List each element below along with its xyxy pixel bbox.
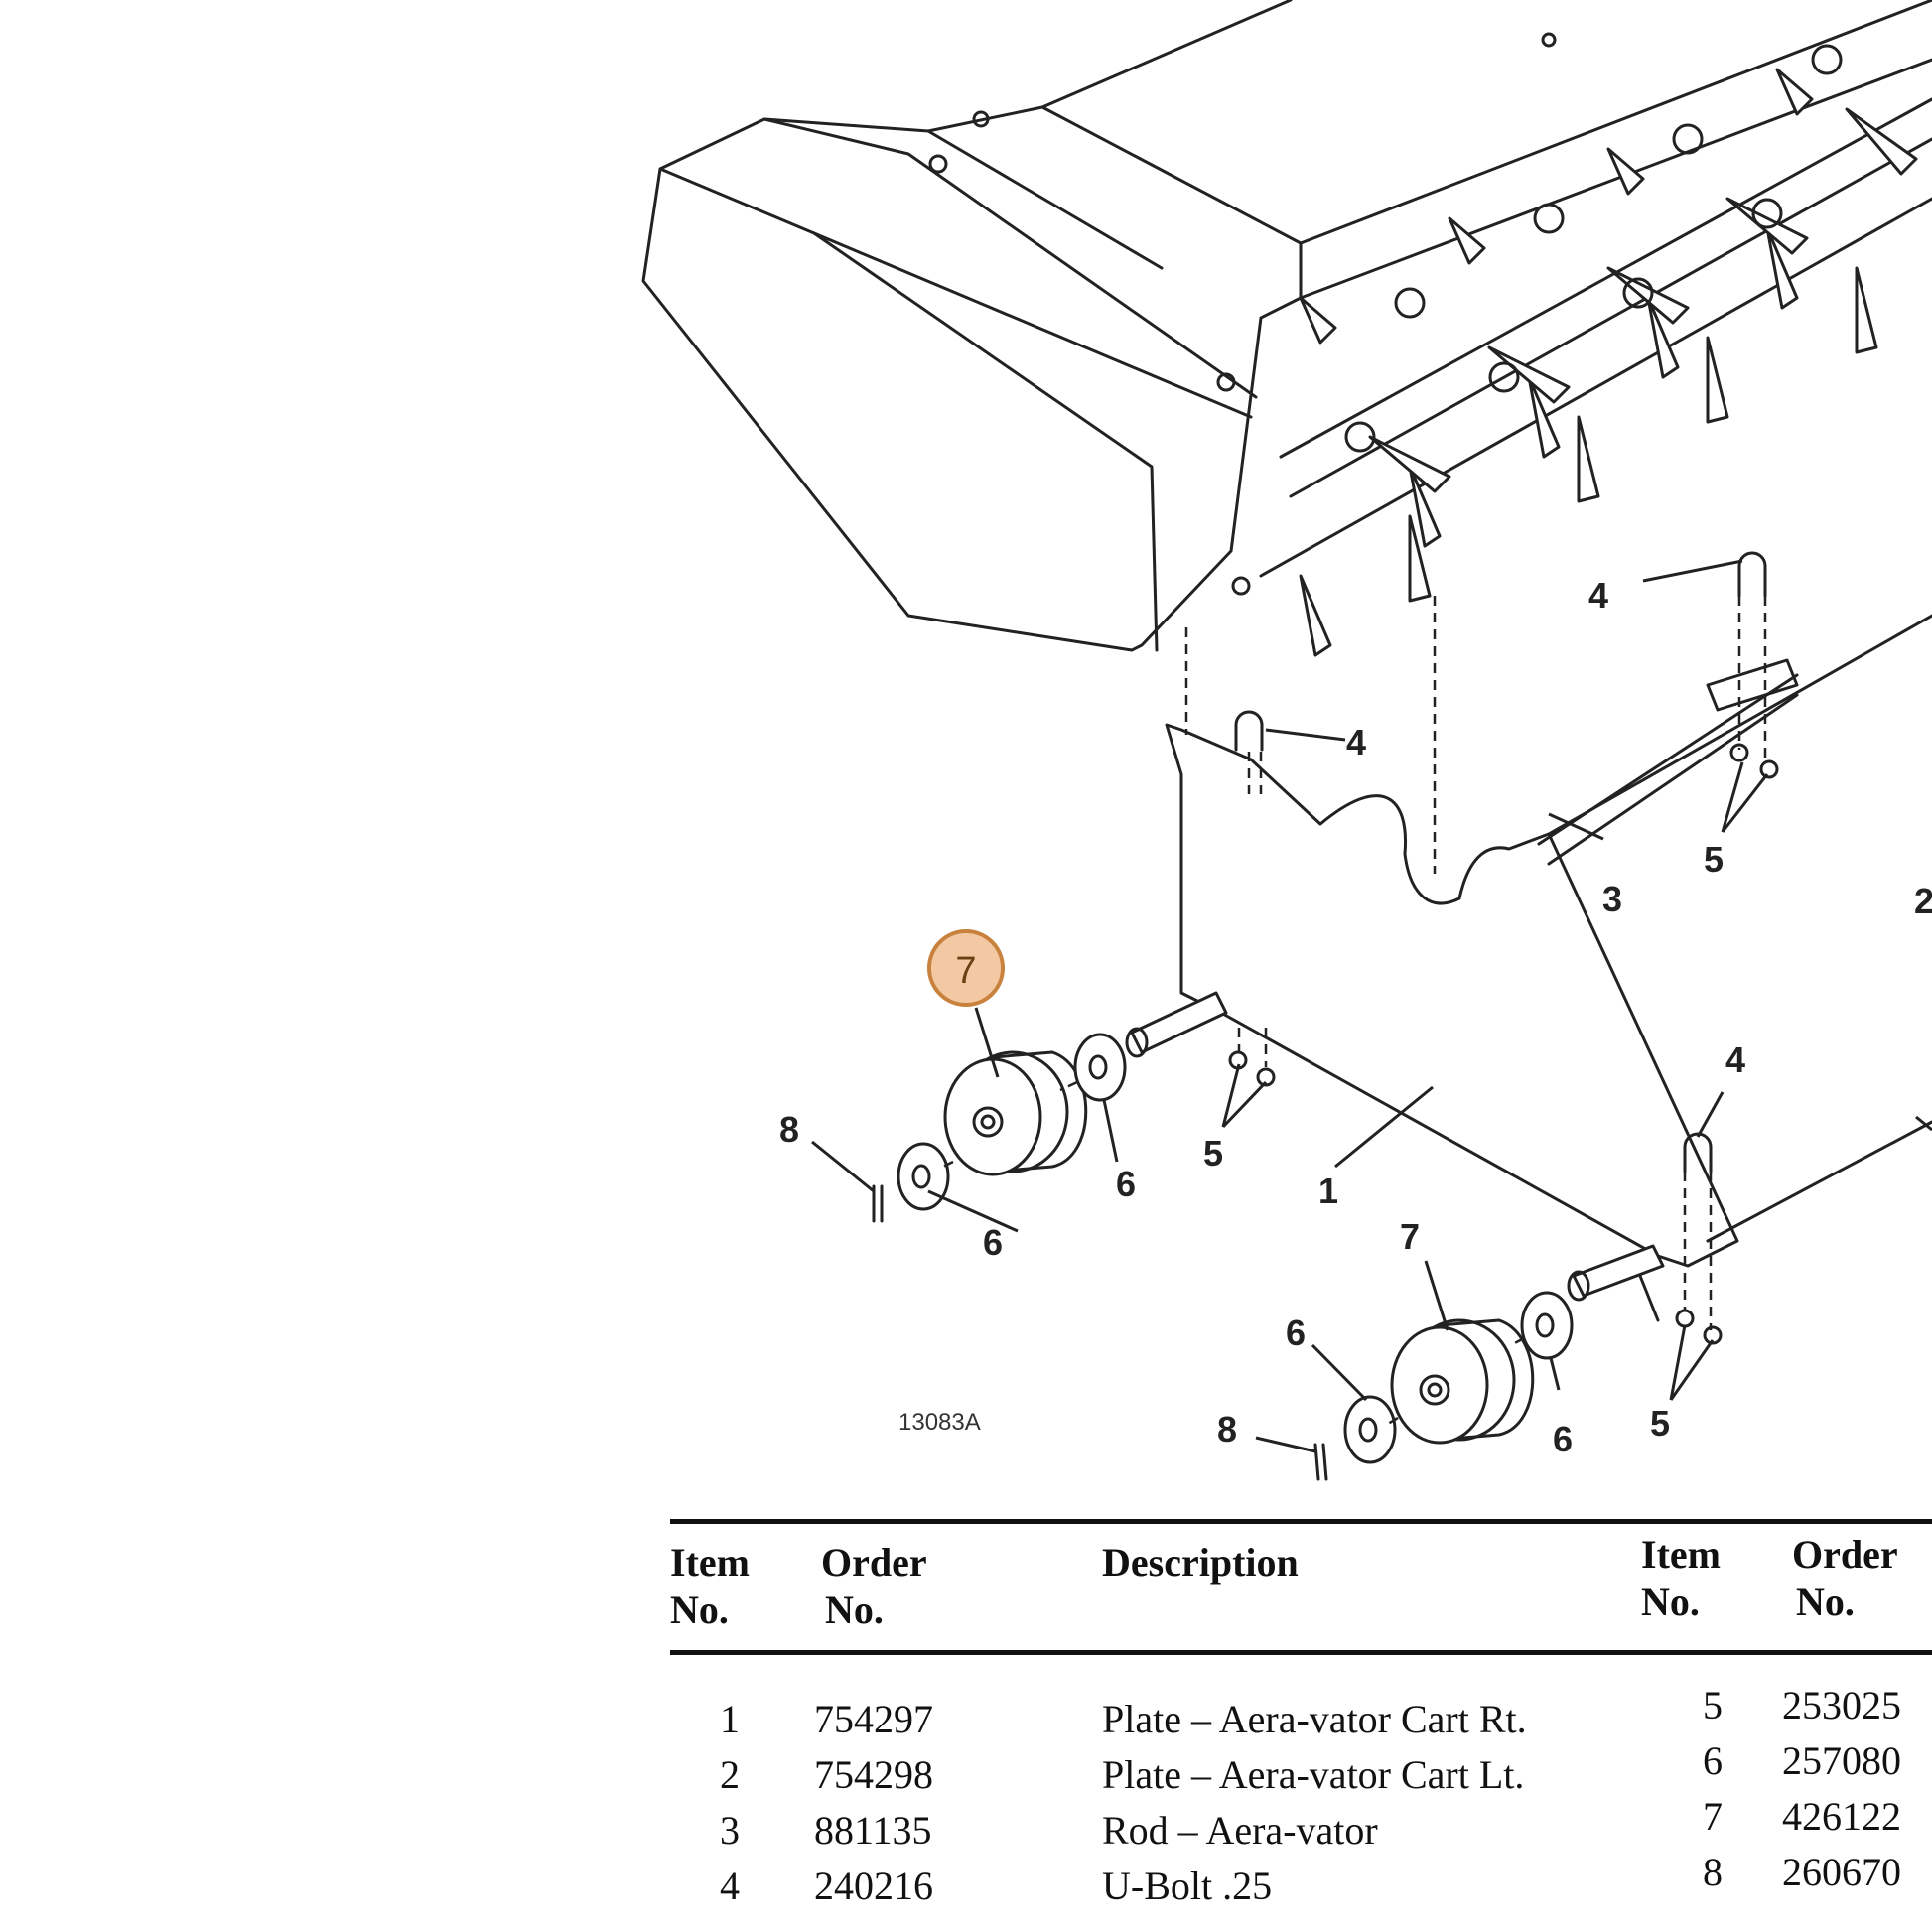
- row-order-no: 754297: [814, 1697, 933, 1741]
- row-order-no-2: 260670: [1782, 1850, 1901, 1894]
- row-item-no-2: 7: [1703, 1794, 1723, 1839]
- row-item-no: 1: [720, 1697, 740, 1741]
- row-order-no-2: 257080: [1782, 1738, 1901, 1783]
- row-order-no: 240216: [814, 1863, 933, 1908]
- row-order-no-2: 253025: [1782, 1683, 1901, 1727]
- row-item-no: 3: [720, 1808, 740, 1853]
- callout-7b[interactable]: 7: [1400, 1216, 1420, 1257]
- callout-4c[interactable]: 4: [1725, 1039, 1745, 1080]
- row-item-no-2: 5: [1703, 1683, 1723, 1727]
- callout-8b[interactable]: 8: [1217, 1409, 1237, 1449]
- row-item-no-2: 8: [1703, 1850, 1723, 1894]
- leader-lines: [811, 559, 1932, 1453]
- aerator-housing: [641, 0, 1932, 652]
- aerator-rod: [1537, 658, 1799, 866]
- callout-4b[interactable]: 4: [1346, 722, 1366, 762]
- callout-labels: 1 2 3 4 4 4 5 5 5 6 6 6 6 7 8 8: [779, 575, 1932, 1459]
- axle-pins: [1125, 991, 1665, 1302]
- row-description: Rod – Aera-vator: [1102, 1808, 1378, 1853]
- figure-id: 13083A: [898, 1409, 981, 1436]
- callout-5c[interactable]: 5: [1650, 1403, 1670, 1444]
- wheel-front: [943, 1050, 1088, 1176]
- row-order-no: 754298: [814, 1752, 933, 1797]
- row-item-no: 2: [720, 1752, 740, 1797]
- wheel-rear: [1390, 1318, 1535, 1445]
- row-description: Plate – Aera-vator Cart Lt.: [1102, 1752, 1525, 1797]
- highlighted-callout-7[interactable]: 7: [927, 929, 1005, 1007]
- header-description: Description: [1102, 1540, 1299, 1585]
- tine-shaft: [1259, 44, 1932, 657]
- callout-5b[interactable]: 5: [1203, 1133, 1223, 1173]
- cotter-pins: [872, 1184, 1328, 1481]
- callout-1[interactable]: 1: [1318, 1171, 1338, 1211]
- table-top-rule: [670, 1519, 1932, 1524]
- exploded-parts-diagram: 1 2 3 4 4 4 5 5 5 6 6 6 6 7 8 8 7 13083A: [641, 0, 1932, 1481]
- callout-5a[interactable]: 5: [1704, 839, 1724, 880]
- row-description: Plate – Aera-vator Cart Rt.: [1102, 1697, 1527, 1741]
- row-description: U-Bolt .25: [1102, 1863, 1273, 1908]
- cart-plate: [1165, 614, 1932, 1322]
- row-item-no-2: 6: [1703, 1738, 1723, 1783]
- callout-6b[interactable]: 6: [983, 1222, 1003, 1263]
- row-order-no: 881135: [814, 1808, 932, 1853]
- callout-6c[interactable]: 6: [1286, 1312, 1306, 1353]
- row-order-no-2: 426122: [1782, 1794, 1901, 1839]
- callout-4a[interactable]: 4: [1588, 575, 1608, 616]
- callout-2[interactable]: 2: [1914, 881, 1932, 921]
- washers: [897, 1033, 1574, 1464]
- callout-6a[interactable]: 6: [1116, 1164, 1136, 1204]
- callout-6d[interactable]: 6: [1553, 1419, 1573, 1459]
- tine-assemblies: [1299, 44, 1918, 657]
- highlight-label: 7: [955, 950, 976, 992]
- callout-8a[interactable]: 8: [779, 1109, 799, 1150]
- callout-3[interactable]: 3: [1602, 879, 1622, 919]
- highlight-circle: [927, 929, 1005, 1007]
- row-item-no: 4: [720, 1863, 740, 1908]
- assembly-dash-lines: [940, 596, 1767, 1426]
- table-header-rule: [670, 1650, 1932, 1655]
